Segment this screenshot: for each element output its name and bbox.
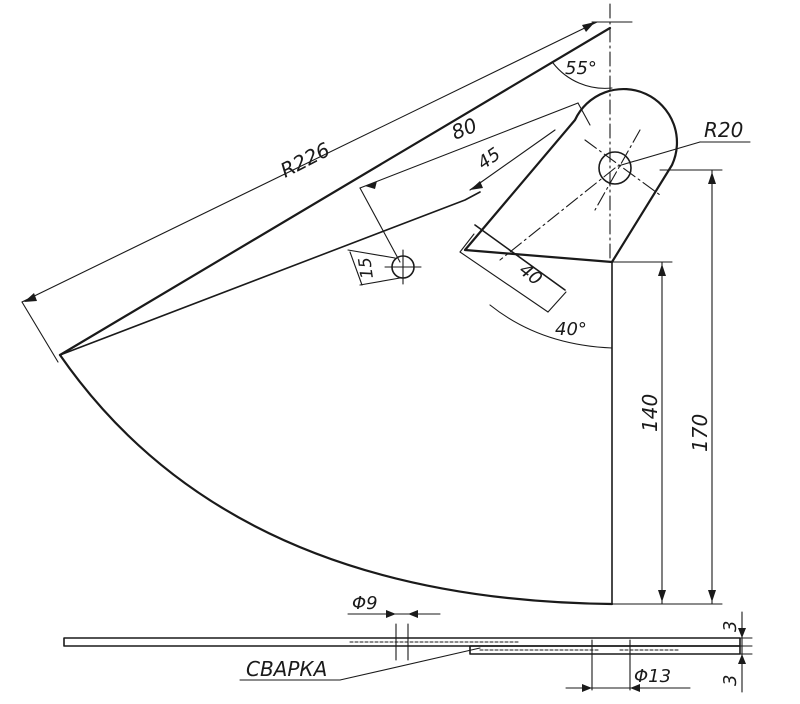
dim-15 — [347, 249, 401, 286]
angle-40 — [489, 304, 613, 349]
dim-r20 — [617, 141, 751, 167]
dim-phi13 — [565, 684, 691, 692]
small-hole — [384, 249, 422, 285]
dim-phi9 — [347, 610, 441, 618]
label-angle-40: 40° — [555, 319, 587, 340]
label-phi13: Φ13 — [634, 666, 671, 687]
label-phi9: Φ9 — [352, 593, 378, 614]
label-45: 45 — [474, 144, 505, 174]
label-r20: R20 — [704, 118, 743, 142]
label-thickness-bottom: 3 — [720, 675, 741, 686]
angle-55 — [552, 62, 613, 89]
label-140: 140 — [638, 394, 662, 432]
label-40-width: 40 — [515, 259, 546, 290]
label-angle-55: 55° — [565, 58, 597, 79]
mounting-lug — [463, 87, 679, 291]
label-thickness-top: 3 — [720, 621, 741, 632]
dim-45 — [469, 129, 556, 191]
label-80: 80 — [448, 113, 481, 145]
label-170: 170 — [688, 414, 712, 452]
dim-40 — [459, 233, 567, 313]
dim-heights — [611, 169, 723, 605]
blade-outline — [58, 26, 614, 606]
dim-r226 — [21, 21, 598, 363]
weld-leader — [239, 647, 481, 681]
label-15: 15 — [355, 256, 378, 280]
label-weld: СВАРКА — [246, 657, 327, 681]
dim-thickness — [731, 611, 753, 693]
dim-80 — [359, 102, 591, 263]
label-r226: R226 — [276, 137, 333, 182]
